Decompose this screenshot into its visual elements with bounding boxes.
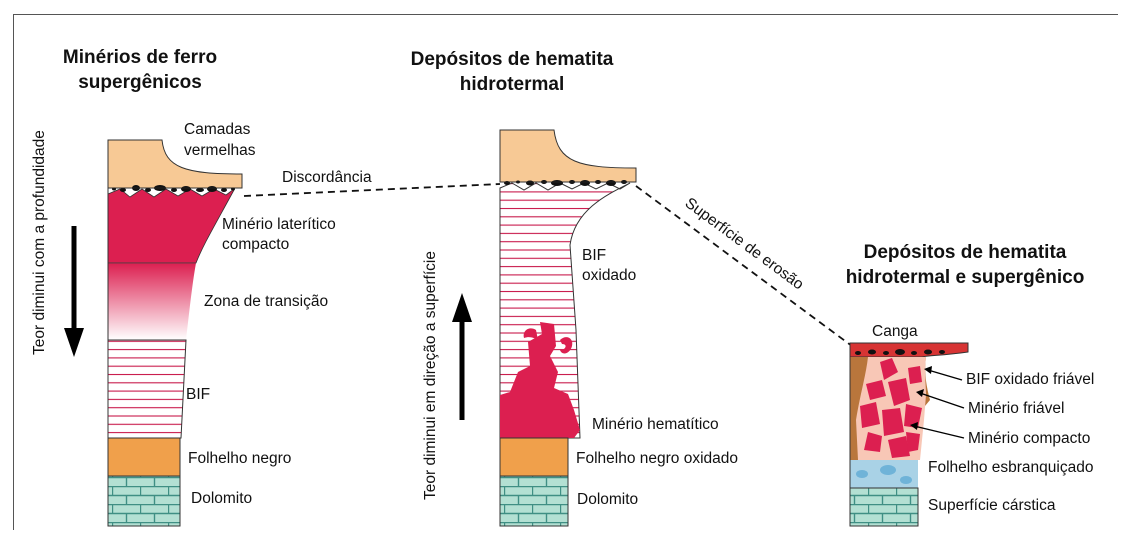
middle-hematite-blob2 <box>560 337 573 354</box>
left-red-beds-label-1: Camadas <box>184 121 251 138</box>
compact-ore-label: Minério compacto <box>968 430 1090 447</box>
karst-surface-label: Superfície cárstica <box>928 497 1056 514</box>
middle-title-line2: hidrotermal <box>460 74 565 95</box>
left-bif <box>107 339 187 439</box>
canga-label: Canga <box>872 323 918 340</box>
erosion-surface-label: Superfície de erosão <box>682 195 807 294</box>
hematite-ore-label: Minério hematítico <box>592 416 719 433</box>
left-column <box>107 139 243 527</box>
right-canga <box>849 342 969 358</box>
left-bif-label: BIF <box>186 386 210 403</box>
middle-hematite-blob1 <box>523 328 538 340</box>
middle-up-arrow <box>452 293 472 420</box>
middle-column <box>499 129 637 527</box>
middle-dolomite <box>499 475 569 527</box>
middle-oxidized-shale-label: Folhelho negro oxidado <box>576 450 738 467</box>
right-karst-blobs <box>856 465 912 484</box>
middle-dolomite-label: Dolomito <box>577 491 638 508</box>
right-dolomite <box>849 487 919 527</box>
middle-bif-label-1: BIF <box>582 247 606 264</box>
figure-frame <box>13 14 1118 530</box>
right-leader-arrows <box>910 366 965 439</box>
transition-zone-label: Zona de transição <box>204 293 328 310</box>
right-column <box>849 342 969 527</box>
left-dolomite-label: Dolomito <box>191 490 252 507</box>
unconformity-dashed-line <box>243 183 501 197</box>
left-dolomite <box>107 475 181 527</box>
left-transition-zone <box>108 263 196 340</box>
left-red-beds-label-2: vermelhas <box>184 142 256 159</box>
middle-red-beds <box>499 129 637 183</box>
whitened-shale-label: Folhelho esbranquiçado <box>928 459 1093 476</box>
left-unconformity-pebbles <box>112 185 235 192</box>
left-laterite-ore <box>107 188 235 264</box>
left-down-arrow <box>64 226 84 357</box>
left-red-beds <box>107 139 243 189</box>
laterite-label-1: Minério laterítico <box>222 216 336 233</box>
middle-hematite-ore <box>500 322 580 438</box>
erosion-surface-dashed-line <box>635 185 861 353</box>
right-title-line2: hidrotermal e supergênico <box>846 267 1085 288</box>
friable-bif-label: BIF oxidado friável <box>966 371 1094 388</box>
left-black-shale <box>107 437 181 477</box>
unconformity-label: Discordância <box>282 169 372 186</box>
right-canga-pebbles <box>855 349 945 355</box>
friable-ore-label: Minério friável <box>968 400 1064 417</box>
middle-title-line1: Depósitos de hematita <box>411 49 614 70</box>
left-title-line2: supergênicos <box>78 72 202 93</box>
middle-unconformity-pebbles <box>504 180 627 186</box>
right-title-line1: Depósitos de hematita <box>864 242 1067 263</box>
middle-oxidized-black-shale <box>499 437 569 477</box>
right-compact-ore-blocks <box>860 358 922 458</box>
middle-axis-label: Teor diminui em direção a superfície <box>422 251 439 500</box>
left-title-line1: Minérios de ferro <box>63 47 217 68</box>
laterite-label-2: compacto <box>222 236 289 253</box>
middle-bif-label-2: oxidado <box>582 267 636 284</box>
left-axis-label: Teor diminui com a profundidade <box>31 130 48 355</box>
left-black-shale-label: Folhelho negro <box>188 450 291 467</box>
